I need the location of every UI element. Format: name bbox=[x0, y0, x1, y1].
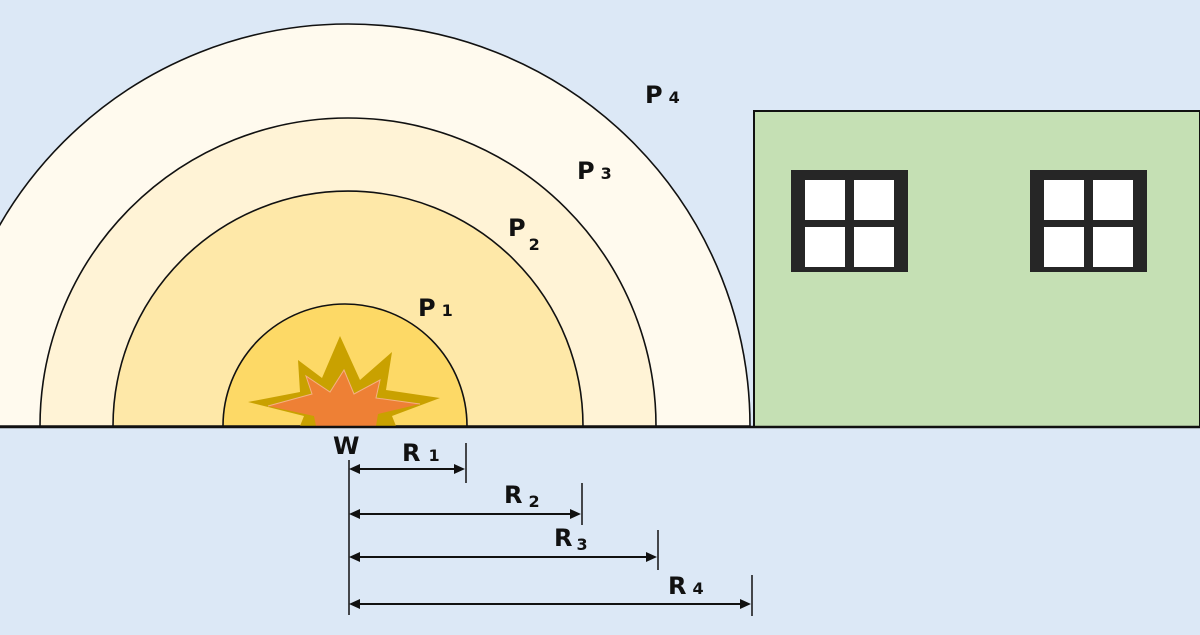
building-icon bbox=[753, 110, 1200, 428]
pressure-label-2: P2 bbox=[508, 214, 540, 254]
explosion-burst-icon bbox=[248, 336, 440, 426]
window-icon bbox=[791, 170, 908, 272]
pressure-zones bbox=[0, 23, 751, 427]
burst-inner-edge bbox=[267, 368, 421, 407]
origin-label: W bbox=[333, 432, 359, 460]
burst-inner-shape bbox=[268, 370, 420, 426]
window-icon bbox=[1030, 170, 1147, 272]
